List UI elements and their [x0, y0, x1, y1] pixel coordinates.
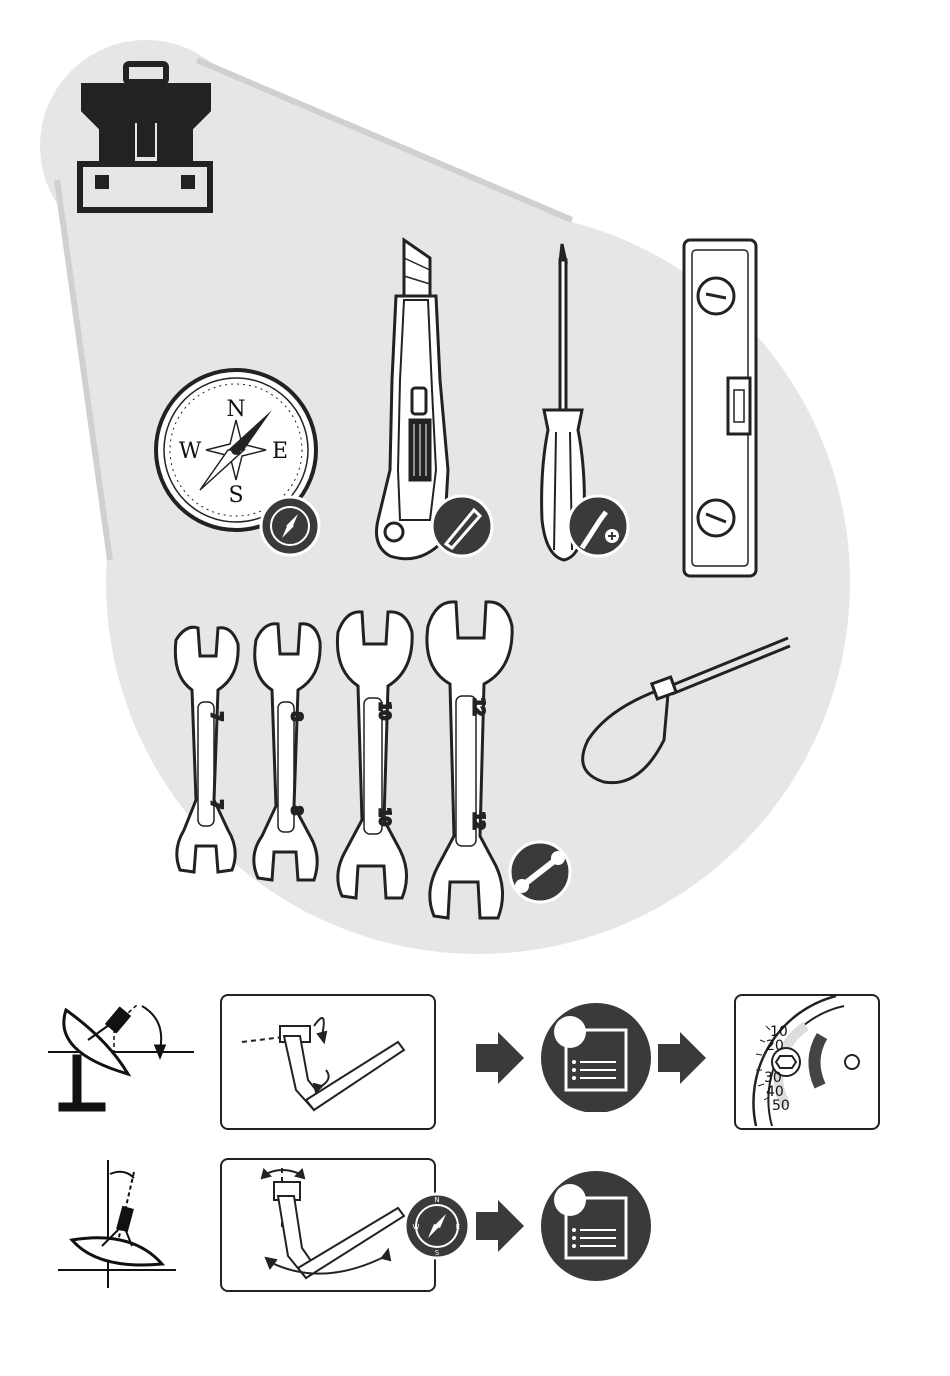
protractor-tick-20: 20 — [766, 1038, 784, 1054]
protractor-scale-illustration: 10 20 30 40 50 — [736, 996, 878, 1128]
azimuth-flow: N E S W — [404, 1168, 654, 1284]
protractor-tick-50: 50 — [772, 1098, 790, 1114]
badge-east-label: E — [456, 1223, 460, 1231]
wrench-10-bottom-label: 10 — [376, 808, 392, 826]
wrench-12-bottom-label: 12 — [470, 812, 486, 830]
elevation-flow — [476, 1002, 716, 1112]
elevation-adjust-panel — [220, 994, 436, 1130]
dish-azimuth-diagram — [58, 1160, 178, 1290]
wrench-12-top-label: 12 — [470, 698, 486, 716]
compass-north-label: N — [226, 397, 245, 422]
compass-east-label: E — [272, 439, 288, 464]
badge-west-label: W — [413, 1223, 420, 1231]
wrench-7-top-label: 7 — [208, 712, 224, 721]
wrench-7-bottom-label: 7 — [208, 800, 224, 809]
protractor-scale-panel: 10 20 30 40 50 — [734, 994, 880, 1130]
wrench-8-top-label: 8 — [288, 712, 304, 721]
wrench-badge-icon — [510, 842, 570, 902]
badge-north-label: N — [434, 1196, 439, 1204]
dish-elevation-diagram — [48, 1000, 198, 1116]
spirit-level-icon — [684, 240, 756, 576]
azimuth-bracket-illustration — [222, 1160, 434, 1290]
compass-badge-icon: N E S W — [405, 1194, 469, 1258]
screwdriver-badge-icon — [568, 496, 628, 556]
tools-illustration: N E S W — [0, 0, 950, 960]
compass-badge-icon — [261, 497, 319, 555]
manual-document-icon — [541, 1003, 651, 1112]
elevation-bracket-illustration — [222, 996, 434, 1128]
manual-document-icon — [541, 1171, 651, 1281]
badge-south-label: S — [435, 1249, 440, 1257]
wrench-8-bottom-label: 8 — [288, 806, 304, 815]
knife-badge-icon — [432, 496, 492, 556]
wrench-10-top-label: 10 — [376, 702, 392, 720]
compass-west-label: W — [179, 439, 202, 464]
right-arrow-icon — [658, 1032, 706, 1084]
compass-south-label: S — [228, 483, 243, 508]
right-arrow-icon — [476, 1200, 524, 1252]
right-arrow-icon — [476, 1032, 524, 1084]
